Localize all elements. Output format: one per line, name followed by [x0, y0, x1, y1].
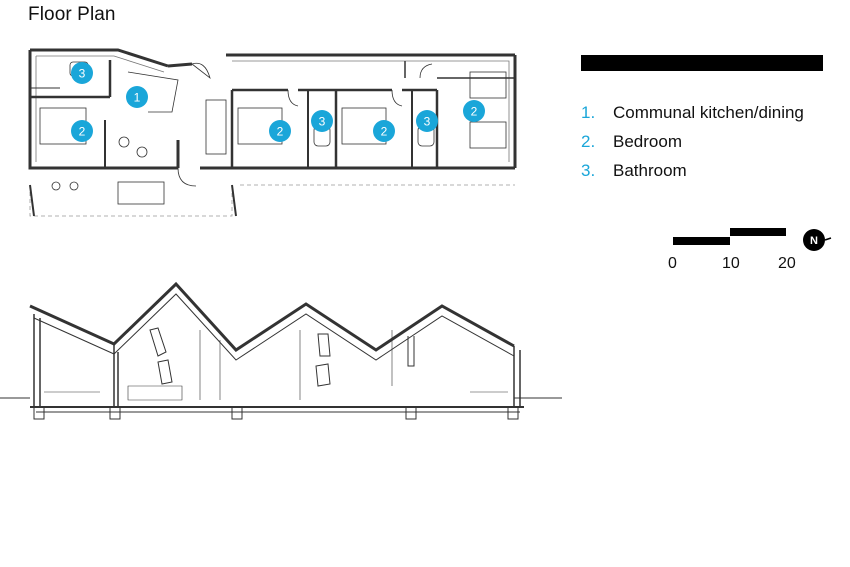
plan-marker-number: 2	[471, 105, 478, 119]
plan-marker-number: 1	[134, 91, 141, 105]
plan-marker: 1	[126, 86, 148, 108]
plan-marker-number: 2	[277, 125, 284, 139]
plan-markers: 3 1 2 2 3 2 3 2	[71, 62, 485, 142]
plan-marker: 2	[373, 120, 395, 142]
legend-label: Bathroom	[613, 160, 687, 180]
north-arrow-icon: N	[803, 229, 832, 251]
plan-marker: 2	[71, 120, 93, 142]
building-section	[0, 281, 562, 420]
legend-number: 1.	[581, 102, 596, 122]
scale-label-10: 10	[722, 255, 740, 272]
legend-header-bar	[581, 55, 823, 71]
legend: 1. Communal kitchen/dining 2. Bedroom 3. Bath…	[581, 98, 804, 185]
legend-number: 2.	[581, 131, 596, 151]
page-title: Floor Plan	[28, 4, 116, 25]
legend-item: 1. Communal kitchen/dining	[581, 98, 804, 127]
legend-label: Communal kitchen/dining	[613, 102, 804, 122]
legend-item: 2. Bedroom	[581, 127, 804, 156]
plan-marker: 3	[71, 62, 93, 84]
plan-marker: 2	[463, 100, 485, 122]
plan-marker: 2	[269, 120, 291, 142]
plan-marker-number: 3	[319, 115, 326, 129]
plan-marker-number: 2	[381, 125, 388, 139]
plan-marker: 3	[311, 110, 333, 132]
legend-number: 3.	[581, 160, 596, 180]
scale-label-20: 20	[778, 255, 796, 272]
svg-text:N: N	[810, 235, 818, 247]
plan-marker: 3	[416, 110, 438, 132]
scale-bar	[673, 228, 786, 245]
scale-label-0: 0	[668, 255, 677, 272]
plan-marker-number: 3	[424, 115, 431, 129]
floor-plan	[28, 48, 517, 217]
legend-label: Bedroom	[613, 131, 682, 151]
legend-item: 3. Bathroom	[581, 156, 804, 185]
plan-marker-number: 3	[79, 67, 86, 81]
plan-marker-number: 2	[79, 125, 86, 139]
